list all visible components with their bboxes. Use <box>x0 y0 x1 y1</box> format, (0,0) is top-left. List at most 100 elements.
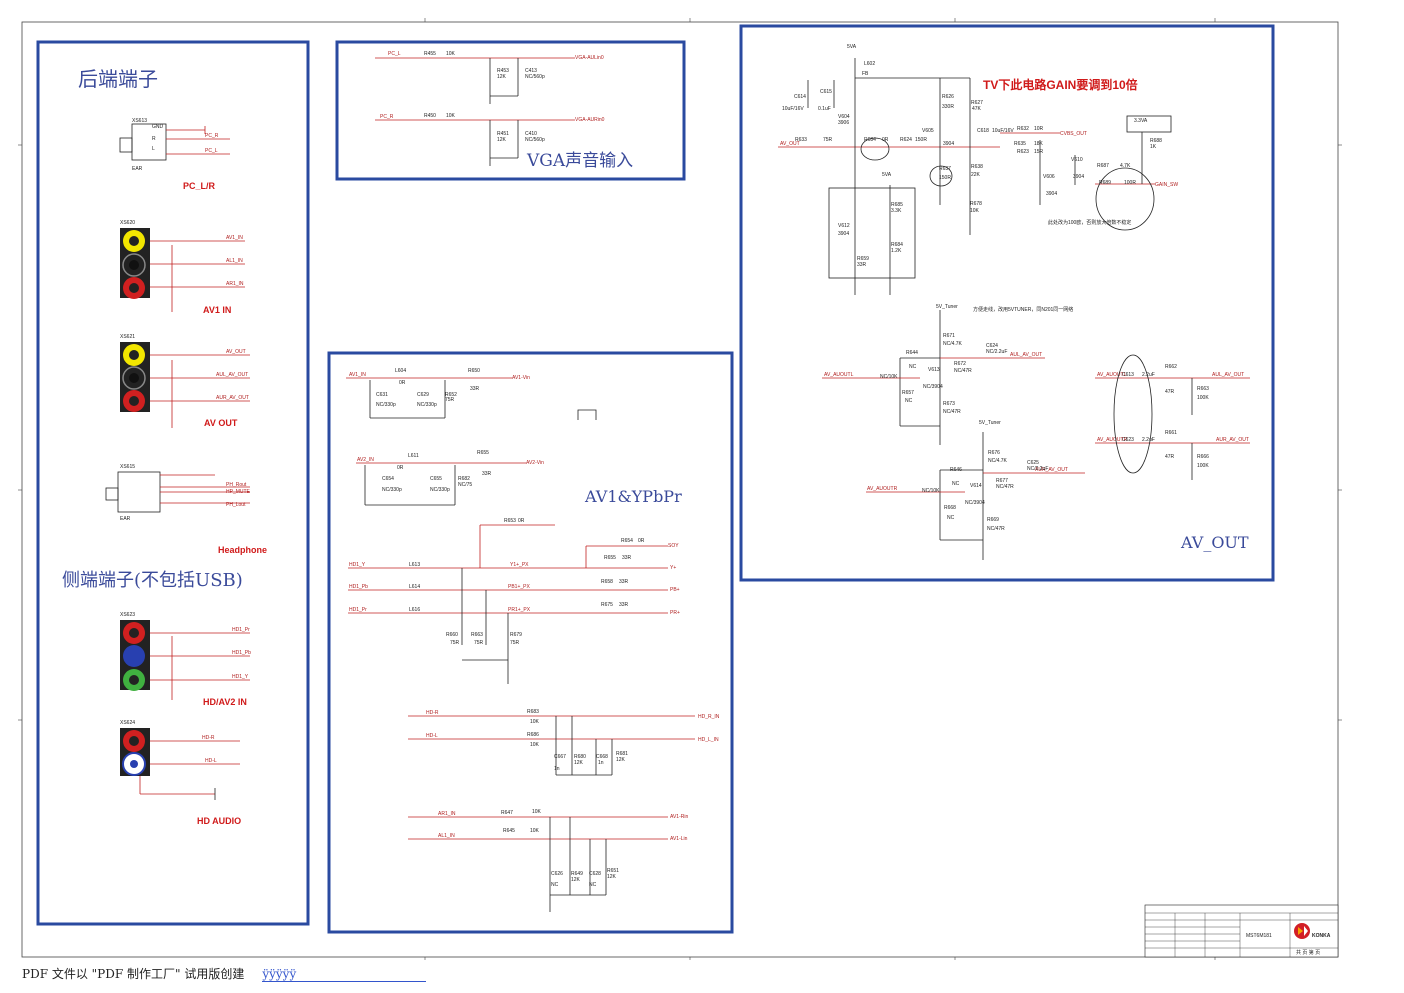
svg-text:Y1+_PX: Y1+_PX <box>510 562 529 568</box>
svg-text:C613: C613 <box>1122 372 1134 378</box>
svg-text:AV1_IN: AV1_IN <box>349 372 366 378</box>
svg-text:HP_MUTE: HP_MUTE <box>226 489 251 495</box>
svg-text:FB: FB <box>862 71 869 77</box>
svg-text:10K: 10K <box>530 742 540 748</box>
svg-text:NC: NC <box>947 515 955 521</box>
svg-text:HD1_Pb: HD1_Pb <box>232 650 251 656</box>
svg-text:10uF/16V: 10uF/16V <box>782 106 804 112</box>
svg-text:5V_Tuner: 5V_Tuner <box>979 420 1001 426</box>
svg-text:R637: R637 <box>939 166 951 172</box>
svg-text:NC/47R: NC/47R <box>996 484 1014 490</box>
svg-text:AUL_AV_OUT: AUL_AV_OUT <box>216 372 248 378</box>
svg-text:10K: 10K <box>532 809 542 815</box>
svg-text:10K: 10K <box>446 51 456 57</box>
svg-text:12K: 12K <box>616 757 626 763</box>
svg-text:75R: 75R <box>450 640 460 646</box>
svg-text:R: R <box>152 136 156 142</box>
caption-av1-in: AV1 IN <box>203 305 231 315</box>
svg-text:3904: 3904 <box>1046 191 1057 197</box>
svg-text:R681: R681 <box>616 751 628 757</box>
svg-text:R635: R635 <box>1014 141 1026 147</box>
svg-text:4.7K: 4.7K <box>1120 163 1131 169</box>
svg-text:AUR_AV_OUT: AUR_AV_OUT <box>1035 467 1068 473</box>
svg-text:R669: R669 <box>987 517 999 523</box>
svg-text:C625: C625 <box>1027 460 1039 466</box>
vga-audio-title: VGA声音输入 <box>526 151 633 171</box>
svg-text:R688: R688 <box>1150 138 1162 144</box>
svg-text:R658: R658 <box>601 579 613 585</box>
av1-ypbpr-circuit: AV1_IN AV1-Vin AV2_IN AV2-Vin HD1_Y Y1+_… <box>346 372 720 912</box>
caption-pc-lr: PC_L/R <box>183 181 216 191</box>
av-out-title: AV_OUT <box>1180 533 1249 552</box>
svg-text:AR1_IN: AR1_IN <box>226 281 244 287</box>
svg-text:AV1-Lin: AV1-Lin <box>670 836 688 842</box>
svg-text:V614: V614 <box>970 483 982 489</box>
svg-text:HD1_Y: HD1_Y <box>349 562 366 568</box>
svg-text:C654: C654 <box>382 476 394 482</box>
svg-text:R683: R683 <box>527 709 539 715</box>
svg-text:1n: 1n <box>554 766 560 772</box>
svg-text:R682: R682 <box>458 476 470 482</box>
svg-text:HD1_Pr: HD1_Pr <box>232 627 250 633</box>
svg-text:共 页 第 页: 共 页 第 页 <box>1296 949 1320 956</box>
svg-text:GAIN_SW: GAIN_SW <box>1155 182 1178 188</box>
svg-text:0.1uF: 0.1uF <box>818 106 831 112</box>
svg-text:R666: R666 <box>1197 454 1209 460</box>
svg-text:L: L <box>152 146 155 152</box>
svg-text:Y+: Y+ <box>670 565 676 571</box>
svg-text:PC_R: PC_R <box>205 133 219 139</box>
svg-text:C668: C668 <box>596 754 608 760</box>
svg-text:HD-L: HD-L <box>205 758 217 764</box>
svg-text:PC_L: PC_L <box>388 51 401 57</box>
svg-text:10R: 10R <box>1034 126 1044 132</box>
svg-text:AL1_IN: AL1_IN <box>438 833 455 839</box>
svg-text:XS623: XS623 <box>120 612 135 618</box>
svg-text:33R: 33R <box>470 386 480 392</box>
svg-text:10K: 10K <box>970 208 980 214</box>
svg-text:R676: R676 <box>988 450 1000 456</box>
svg-text:18K: 18K <box>1034 141 1044 147</box>
svg-text:NC/330p: NC/330p <box>382 487 402 493</box>
pdf-footer-text: PDF 文件以 "PDF 制作工厂" 试用版创建 <box>22 967 245 981</box>
svg-text:L613: L613 <box>409 562 420 568</box>
svg-text:100R: 100R <box>1124 180 1136 186</box>
svg-text:R668: R668 <box>944 505 956 511</box>
svg-text:VGA-AURin0: VGA-AURin0 <box>575 117 605 123</box>
frame-ticks <box>18 18 1342 960</box>
svg-text:C624: C624 <box>986 343 998 349</box>
svg-text:75R: 75R <box>474 640 484 646</box>
svg-text:33R: 33R <box>619 579 629 585</box>
svg-text:C628: C628 <box>589 871 601 877</box>
svg-text:L602: L602 <box>864 61 875 67</box>
svg-text:R672: R672 <box>954 361 966 367</box>
svg-text:HD-L: HD-L <box>426 733 438 739</box>
svg-text:R655: R655 <box>477 450 489 456</box>
pdf-footer-link[interactable]: ÿÿÿÿÿ <box>262 967 427 982</box>
svg-text:NC/47R: NC/47R <box>987 526 1005 532</box>
svg-text:C413: C413 <box>525 68 537 74</box>
svg-text:NC/47R: NC/47R <box>954 368 972 374</box>
svg-text:3904: 3904 <box>1073 174 1084 180</box>
svg-text:10K: 10K <box>530 719 540 725</box>
svg-text:R655: R655 <box>604 555 616 561</box>
svg-text:R632: R632 <box>1017 126 1029 132</box>
av1-ypbpr-panel <box>327 351 734 934</box>
svg-text:PB+: PB+ <box>670 587 680 593</box>
svg-text:12K: 12K <box>607 874 617 880</box>
side-terminals-title: 侧端端子(不包括USB) <box>62 570 243 591</box>
svg-text:0R: 0R <box>518 518 525 524</box>
svg-text:R657: R657 <box>902 390 914 396</box>
svg-text:R677: R677 <box>996 478 1008 484</box>
svg-text:33R: 33R <box>857 262 867 268</box>
svg-text:75R: 75R <box>823 137 833 143</box>
svg-text:AV_AUOUTR: AV_AUOUTR <box>1097 437 1128 443</box>
svg-text:C629: C629 <box>417 392 429 398</box>
av-out-circuit: AV_OUT CVBS_OUT GAIN_SW 5VA 5VA 3.3VA 方便… <box>778 44 1250 560</box>
svg-text:V610: V610 <box>1071 157 1083 163</box>
svg-text:AV1-Vin: AV1-Vin <box>512 375 530 381</box>
svg-text:L611: L611 <box>408 453 419 459</box>
svg-text:PC_L: PC_L <box>205 148 218 154</box>
svg-text:R675: R675 <box>601 602 613 608</box>
svg-text:C615: C615 <box>820 89 832 95</box>
